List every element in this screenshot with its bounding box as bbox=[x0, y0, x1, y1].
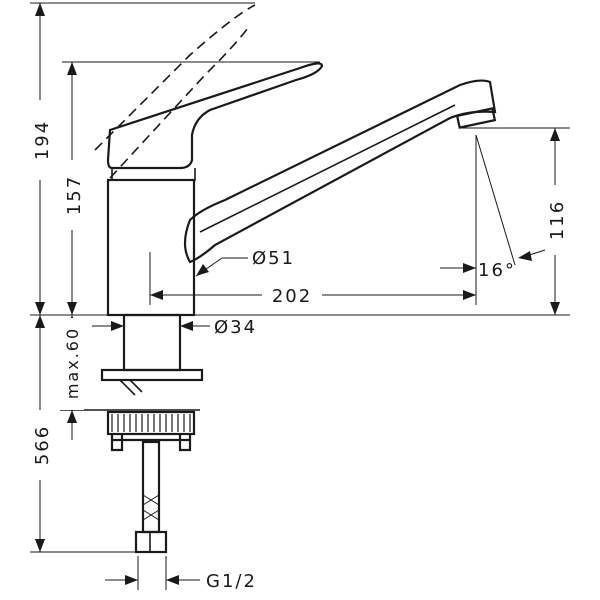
lever-open-position bbox=[94, 4, 256, 179]
hose-braid bbox=[142, 494, 160, 521]
dim-max-counter-thickness: max.60 bbox=[63, 327, 82, 399]
nut-thread-hatching bbox=[111, 414, 191, 432]
shank bbox=[122, 313, 182, 372]
mounting-bracket bbox=[119, 379, 143, 396]
dim-reach: 202 bbox=[272, 286, 312, 307]
lever-handle bbox=[106, 62, 324, 170]
fixing-nut bbox=[106, 410, 196, 436]
lever-detail bbox=[111, 168, 196, 181]
mounting-plate bbox=[100, 368, 204, 382]
extension-lines bbox=[30, 2, 570, 590]
dim-connection-thread: G1/2 bbox=[206, 571, 257, 592]
faucet-outline bbox=[60, 4, 497, 554]
spout-inner-line bbox=[199, 104, 456, 233]
hose-connector-nut bbox=[134, 530, 168, 554]
dim-spout-height: 116 bbox=[547, 200, 568, 240]
dim-total-height: 194 bbox=[32, 120, 53, 160]
dim-spout-angle: 16° bbox=[478, 260, 516, 281]
dim-body-height: 157 bbox=[64, 175, 85, 215]
right-bolt bbox=[178, 434, 192, 452]
left-bolt bbox=[110, 434, 124, 452]
dim-body-diameter: Ø51 bbox=[252, 248, 295, 269]
aerator bbox=[455, 107, 497, 129]
dim-shank-diameter: Ø34 bbox=[214, 317, 257, 338]
dim-hose-length: 566 bbox=[32, 425, 53, 465]
